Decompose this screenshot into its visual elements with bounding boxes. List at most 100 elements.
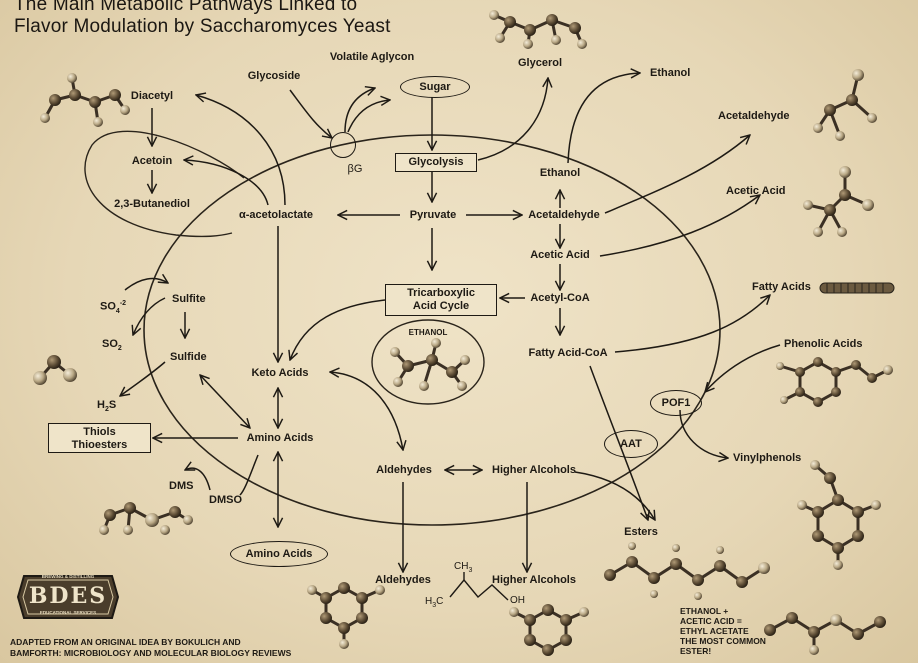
h2s-sub: 2 [104,406,109,414]
node-higher-alcohols-out: Higher Alcohols [492,574,576,586]
dms-molecule-icon [99,502,193,535]
arrow-sulfide-amino [200,375,250,428]
node-fatty-acid-coa: Fatty Acid-CoA [528,347,608,359]
node-thiols-line2: Thioesters [71,439,128,451]
label-ch3: CH3 [454,560,472,577]
bdes-logo-svg [16,575,120,619]
label-h3c: H3C [425,595,443,612]
node-sugar-label: Sugar [419,81,451,93]
h3c-sub: 3 [432,602,437,609]
node-fatty-acids-out: Fatty Acids [752,281,811,293]
ethyl-acetate-molecule-icon [764,612,886,655]
so4-sup: -2 [119,300,127,307]
so4-base: SO [100,300,116,313]
ethyl-acetate-note: ETHANOL + ACETIC ACID = ETHYL ACETATE TH… [680,606,766,656]
higher-alcohol-molecule-icon [509,604,589,656]
node-diacetyl: Diacetyl [130,90,174,102]
phenolic-acid-molecule-icon [776,357,893,407]
arrow-dmso-to-dms [185,468,211,491]
node-acetaldehyde: Acetaldehyde [528,209,600,221]
logo-bottom-arc: EDUCATIONAL SERVICES [39,610,97,615]
node-acetyl-coa: Acetyl-CoA [530,292,590,304]
arrow-acetolactate-to-acetoin [184,160,269,206]
note-line5: ESTER! [680,646,712,656]
acetaldehyde-molecule-icon [813,69,877,141]
node-vinylphenols: Vinylphenols [733,452,802,464]
node-aat-label: AAT [620,438,642,450]
acetic-acid-molecule-icon [803,166,874,237]
note-line2: ACETIC ACID = [680,616,742,626]
note-line3: ETHYL ACETATE [680,626,749,636]
arrow-ethanol-to-ethanol-out [567,73,640,164]
logo-text: BDES [28,583,108,609]
node-sulfite: Sulfite [172,293,206,305]
fatty-acid-chain-icon [819,282,895,294]
arrow-keto-aldehydes [330,372,403,450]
arrow-amino-to-dmso [239,454,259,496]
h3c-end: C [436,596,444,607]
node-glycolysis-label: Glycolysis [408,156,464,168]
h3c-base: H [425,596,433,607]
node-amino-acids-out-label: Amino Acids [245,548,313,560]
diacetyl-loop [84,130,245,238]
node-glycoside: Glycoside [247,70,301,82]
node-acetic-acid-out: Acetic Acid [726,185,786,197]
arrow-bg-to-aglycon2 [347,100,390,133]
node-thiols-thioesters: Thiols Thioesters [48,423,151,453]
arrow-acetolactate-to-diacetyl [196,95,286,206]
ch3-base: CH [454,561,469,572]
arrow-pof1-to-vinyl [679,409,728,458]
node-aat: AAT [604,430,658,458]
node-alpha-acetolactate: α-acetolactate [238,209,314,221]
node-pyruvate: Pyruvate [409,209,457,221]
node-acetaldehyde-out: Acetaldehyde [718,110,790,122]
isoamyl-alcohol-structure [449,572,509,601]
bdes-logo: BREWING & DISTILLING BDES EDUCATIONAL SE… [16,572,120,622]
so2-base: SO [102,338,118,350]
node-beta-g: βG [347,163,363,175]
node-dmso: DMSO [209,494,242,506]
ethanol-molecule-icon [390,338,470,391]
ester-molecule-icon [604,542,770,600]
node-acetoin: Acetoin [131,155,173,167]
node-amino-acids: Amino Acids [246,432,314,444]
node-glycolysis: Glycolysis [395,153,477,172]
node-tca-line2: Acid Cycle [412,300,470,312]
credit-line2: BAMFORTH: MICROBIOLOGY AND MOLECULAR BIO… [10,648,292,658]
arrow-fattyacid-to-out [614,295,770,353]
arrow-sulfite-to-so2 [133,297,166,335]
pathway-arrows [120,73,781,572]
arrow-phenolic-to-pof1 [705,344,781,392]
node-ethanol: Ethanol [539,167,581,179]
ethanol-badge-label: ETHANOL [408,328,448,337]
node-tca-line1: Tricarboxylic [407,287,475,299]
node-amino-acids-out: Amino Acids [230,541,328,567]
node-aldehydes: Aldehydes [376,464,432,476]
arrow-so4-to-sulfite [124,279,168,291]
ch3-sub: 3 [468,567,473,574]
node-higher-alcohols: Higher Alcohols [492,464,576,476]
glycerol-molecule-icon [489,10,587,49]
arrow-higheralc-to-esters [574,471,655,520]
h2s-base: H [97,399,105,411]
node-beta-g-oval [330,132,356,158]
page-title-line1: The Main Metabolic Pathways Linked to [14,0,358,15]
node-esters: Esters [624,526,658,538]
node-thiols-line1: Thiols [83,426,116,438]
aldehyde-molecule-icon [307,582,385,649]
node-sulfide: Sulfide [170,351,207,363]
node-h2s: H2S [97,399,116,416]
h2s-end: S [108,399,117,411]
arrow-acetic-to-out [599,195,760,257]
node-glycerol: Glycerol [517,57,563,69]
sulfur-molecule-icon [33,355,77,385]
note-line4: THE MOST COMMON [680,636,766,646]
node-so4: SO4-2 [100,297,126,318]
arrow-sulfide-to-h2s [120,361,166,396]
node-sugar: Sugar [400,76,470,98]
arrow-tca-to-keto [290,299,386,360]
arrow-glycolysis-to-glycerol [477,78,548,161]
node-phenolic-acids: Phenolic Acids [784,338,863,350]
label-oh: OH [510,595,525,606]
